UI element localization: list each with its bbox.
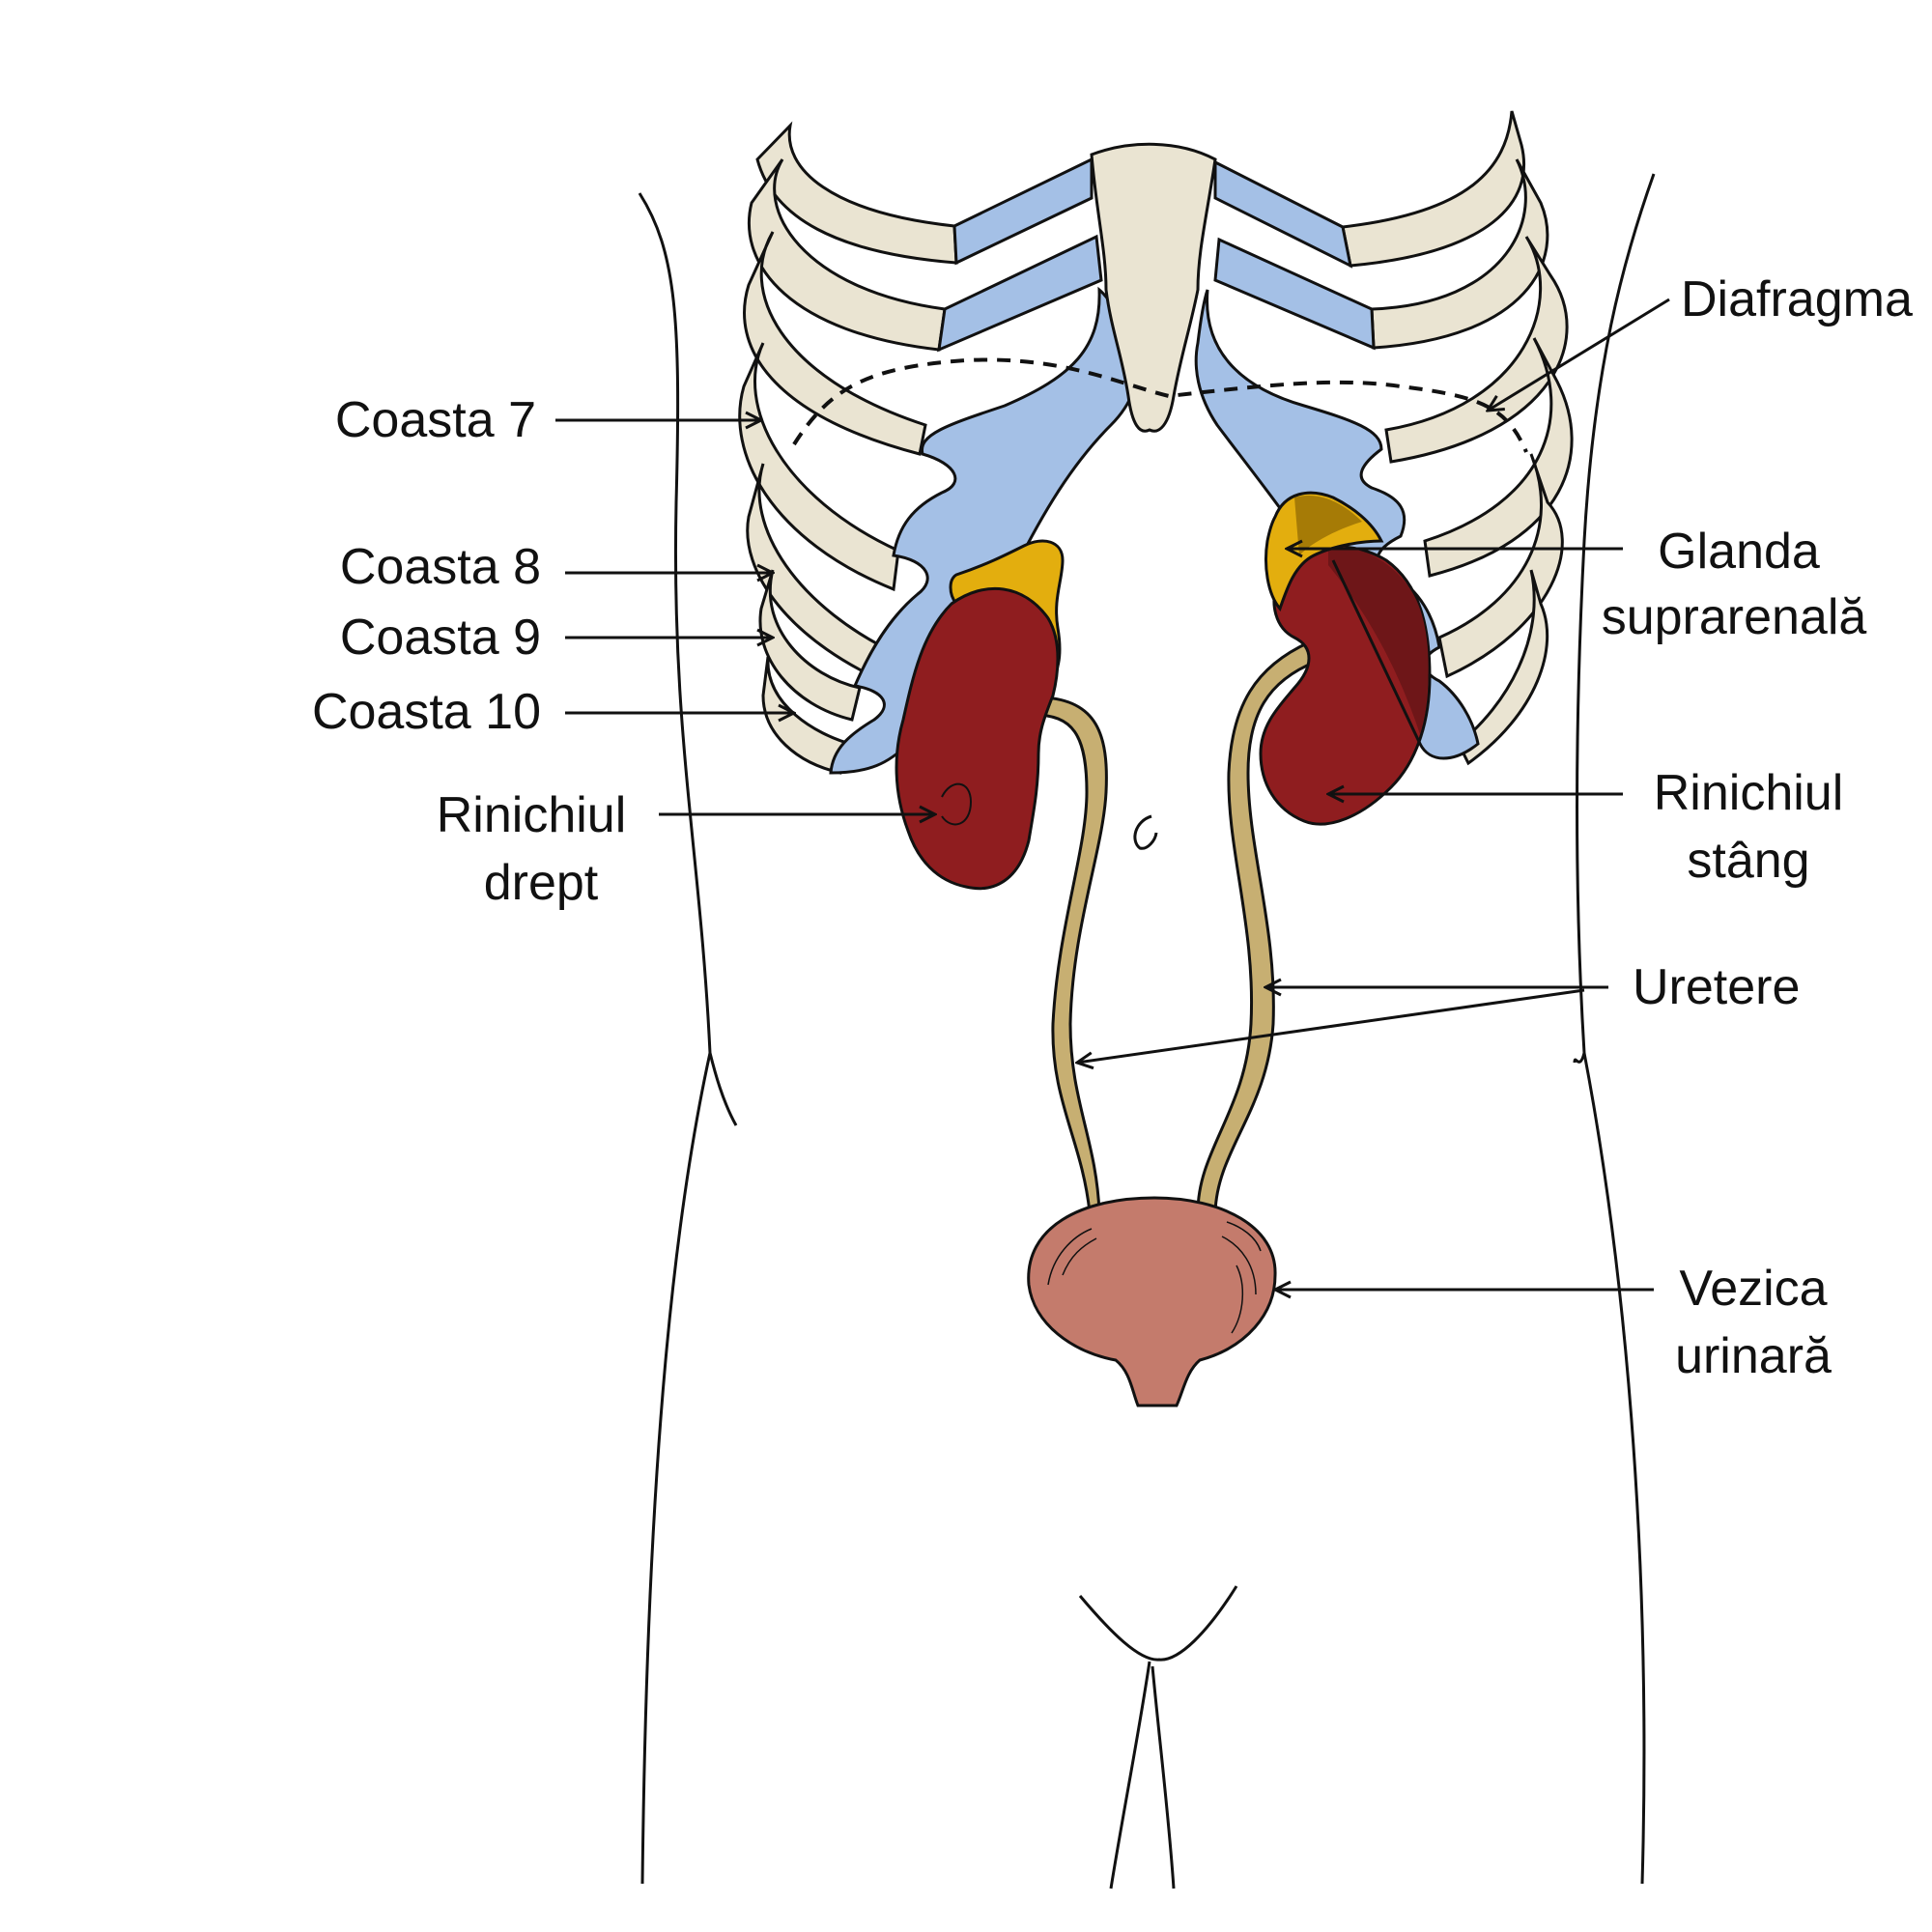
label-coasta-9: Coasta 9	[246, 605, 541, 670]
label-uretere: Uretere	[1633, 954, 1855, 1020]
label-vezica-urinara-2: urinară	[1642, 1323, 1864, 1389]
label-rinichiul-stang-2: stâng	[1633, 828, 1864, 894]
right-rib-1	[1343, 111, 1524, 266]
label-rinichiul-stang-1: Rinichiul	[1633, 760, 1864, 826]
arrow-diafragma	[1488, 299, 1669, 411]
label-rinichiul-drept-1: Rinichiul	[415, 782, 647, 848]
ureter-right	[1034, 697, 1106, 1212]
label-rinichiul-drept-2: drept	[425, 850, 657, 916]
left-hip-line	[642, 1053, 710, 1884]
bladder	[1029, 1198, 1275, 1406]
label-glanda-suprarenala-2: suprarenală	[1575, 584, 1893, 650]
navel	[1135, 816, 1156, 848]
inner-leg-right	[1152, 1666, 1174, 1889]
label-coasta-8: Coasta 8	[246, 534, 541, 600]
label-glanda-suprarenala-1: Glanda	[1584, 519, 1893, 584]
label-coasta-10: Coasta 10	[232, 679, 541, 745]
label-vezica-urinara-1: Vezica	[1642, 1256, 1864, 1321]
label-coasta-7: Coasta 7	[246, 387, 536, 453]
pointer-lines	[555, 299, 1669, 1290]
inner-leg-left	[1111, 1662, 1150, 1889]
right-hip-line	[1584, 1053, 1644, 1884]
groin-line	[1080, 1586, 1236, 1660]
label-diafragma: Diafragma	[1681, 267, 1927, 332]
arrow-uretere-right	[1077, 990, 1584, 1063]
left-torso-line	[639, 193, 736, 1125]
